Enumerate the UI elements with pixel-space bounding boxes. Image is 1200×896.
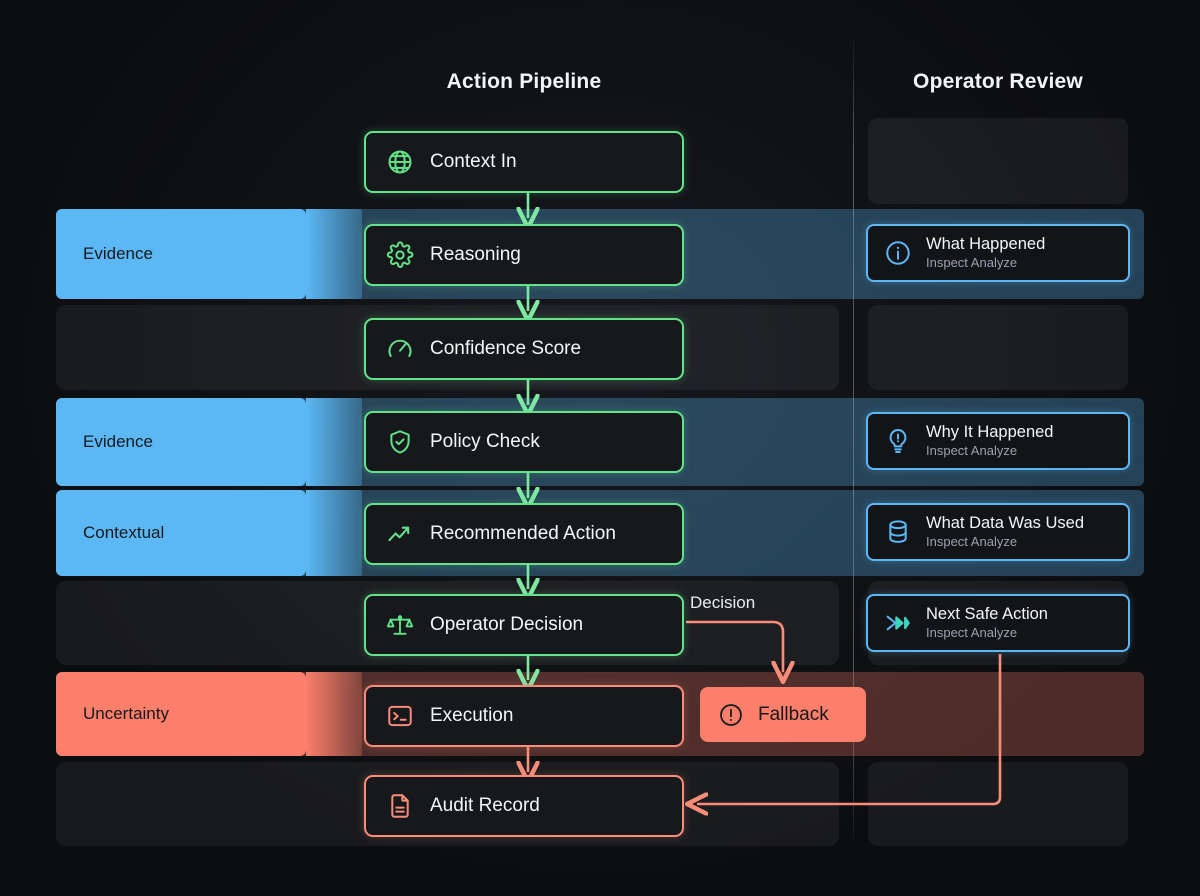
edge-label-decision: Decision <box>690 593 756 612</box>
node-execution[interactable]: Execution <box>364 685 684 747</box>
review-subtitle: Inspect Analyze <box>926 254 1018 270</box>
review-title: Why It Happened <box>926 423 1054 442</box>
node-label: Audit Record <box>430 795 540 816</box>
lane-chip-fade <box>306 398 362 486</box>
node-confidence-score[interactable]: Confidence Score <box>364 318 684 380</box>
lane-chip-contextual: Contextual <box>56 490 306 576</box>
review-subtitle: Inspect Analyze <box>926 624 1018 640</box>
node-operator-decision[interactable]: Operator Decision <box>364 594 684 656</box>
shield-check-icon <box>390 430 410 454</box>
action-pipeline-column-title: Action Pipeline <box>446 70 602 93</box>
lane-chip-fade <box>306 490 362 576</box>
lane-chip-uncertainty: Uncertainty <box>56 672 306 756</box>
lane-label: Uncertainty <box>83 704 169 723</box>
document-icon <box>391 794 409 818</box>
trend-up-icon <box>388 526 410 542</box>
lane-label: Evidence <box>83 244 153 263</box>
node-policy-check[interactable]: Policy Check <box>364 411 684 473</box>
lightbulb-alert-icon <box>889 429 907 453</box>
node-label: Fallback <box>758 703 829 725</box>
gear-icon <box>386 241 414 268</box>
node-label: Policy Check <box>430 431 540 452</box>
gauge-icon <box>388 339 412 357</box>
terminal-icon <box>388 705 412 727</box>
node-audit-record[interactable]: Audit Record <box>364 775 684 837</box>
lane-chip-fade <box>306 209 362 299</box>
review-title: What Happened <box>926 235 1046 254</box>
review-title: Next Safe Action <box>926 605 1048 624</box>
node-fallback[interactable]: Fallback <box>700 687 866 742</box>
review-subtitle: Inspect Analyze <box>926 533 1018 549</box>
node-label: Recommended Action <box>430 523 616 544</box>
node-context-in[interactable]: Context In <box>364 131 684 193</box>
lane-label: Contextual <box>83 523 165 542</box>
scales-icon <box>386 614 414 635</box>
column-divider <box>853 36 854 842</box>
lane-card-right-2 <box>868 305 1128 390</box>
operator-review-column-title: Operator Review <box>913 70 1083 93</box>
node-label: Execution <box>430 705 514 726</box>
review-card-what-data-was-used[interactable]: What Data Was Used Inspect Analyze <box>866 503 1130 561</box>
globe-icon <box>388 150 412 174</box>
node-label: Operator Decision <box>430 614 584 635</box>
info-circle-icon <box>886 241 910 265</box>
lane-card-right-7 <box>868 762 1128 846</box>
review-card-why-it-happened[interactable]: Why It Happened Inspect Analyze <box>866 412 1130 470</box>
node-recommended-action[interactable]: Recommended Action <box>364 503 684 565</box>
lane-chip-evidence-2: Evidence <box>56 398 306 486</box>
review-card-what-happened[interactable]: What Happened Inspect Analyze <box>866 224 1130 282</box>
node-reasoning[interactable]: Reasoning <box>364 224 684 286</box>
fast-forward-icon <box>886 615 910 631</box>
database-icon <box>889 520 907 543</box>
node-label: Reasoning <box>430 244 521 265</box>
node-label: Context In <box>430 151 517 172</box>
alert-circle-icon <box>720 703 742 726</box>
lane-label: Evidence <box>83 432 153 451</box>
lane-chip-fade <box>306 672 362 756</box>
review-card-next-safe-action[interactable]: Next Safe Action Inspect Analyze <box>866 594 1130 652</box>
review-title: What Data Was Used <box>926 514 1085 533</box>
node-label: Confidence Score <box>430 338 582 359</box>
review-subtitle: Inspect Analyze <box>926 442 1018 458</box>
lane-card-right-1 <box>868 118 1128 204</box>
lane-chip-evidence-1: Evidence <box>56 209 306 299</box>
